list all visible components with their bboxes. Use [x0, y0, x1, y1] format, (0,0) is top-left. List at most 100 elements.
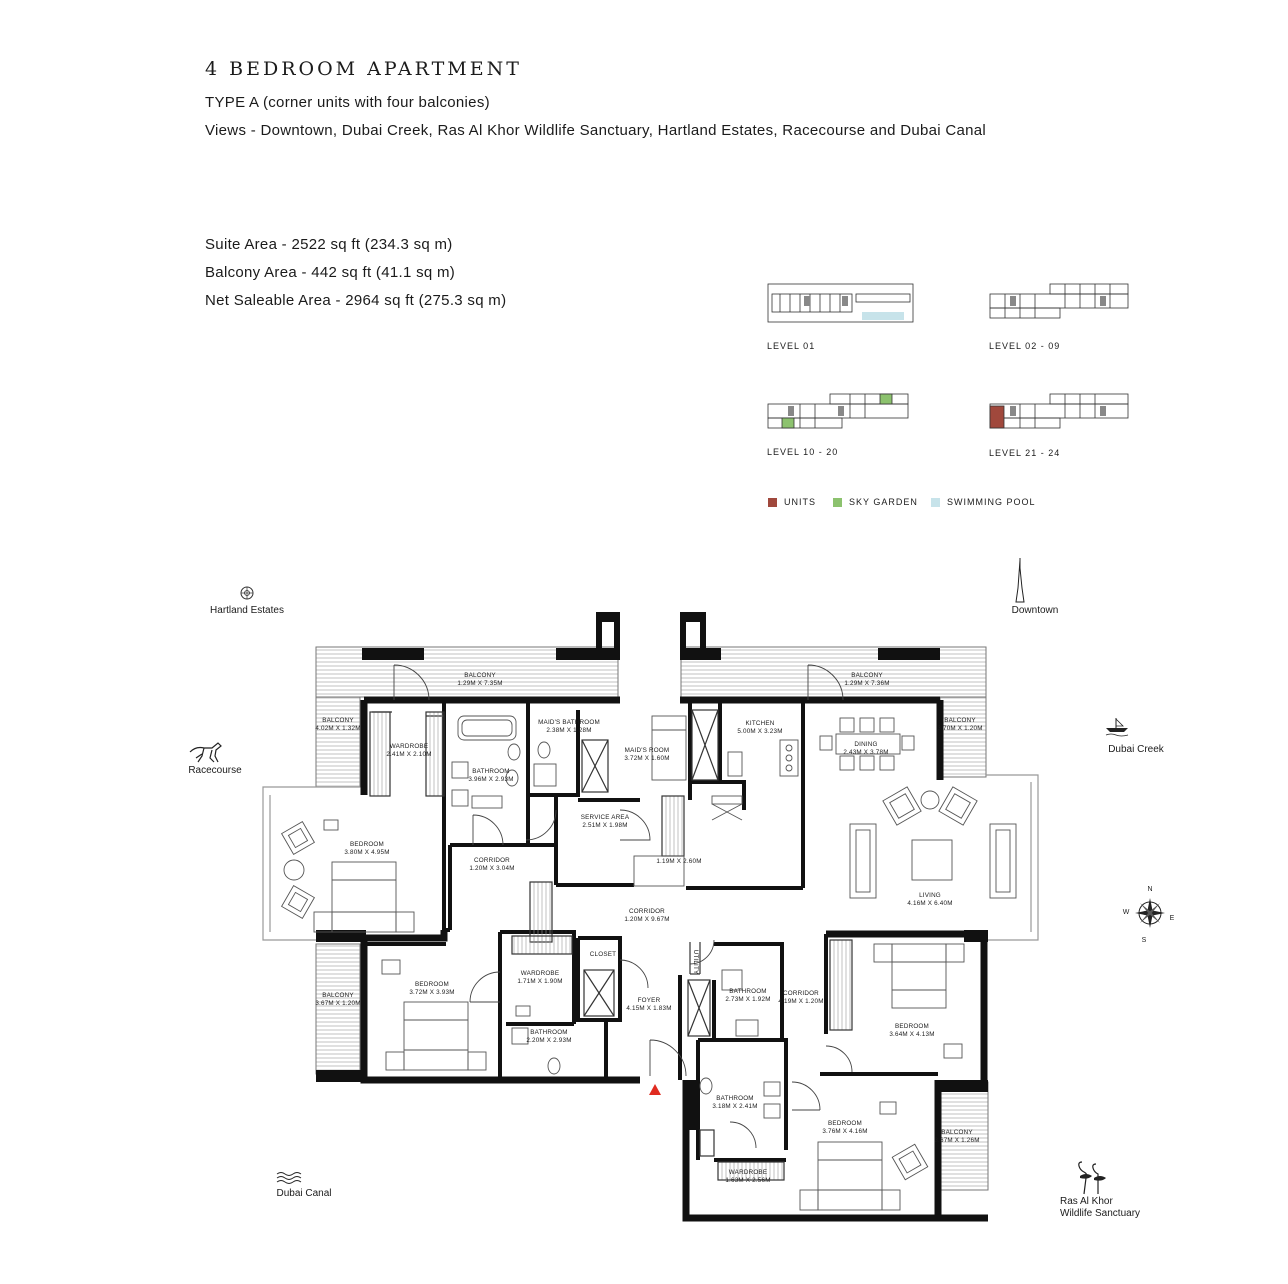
legend-label: SWIMMING POOL — [947, 497, 1036, 507]
legend-swatch — [931, 497, 940, 507]
legend-item-swimming-pool: SWIMMING POOL — [931, 497, 1036, 507]
room-dimensions: 1.63M X 2.56M — [725, 1177, 771, 1184]
room-dimensions: 1.19M X 2.60M — [656, 858, 702, 865]
views-description: Views - Downtown, Dubai Creek, Ras Al Kh… — [205, 122, 987, 139]
room-name: BEDROOM — [895, 1023, 929, 1030]
room-dimensions: 2.38M X 1.28M — [546, 727, 592, 734]
room-name: WARDROBE — [520, 970, 560, 977]
dubai-canal-waves-icon — [276, 1172, 302, 1184]
room-name: WARDROBE — [389, 743, 429, 750]
room-dimensions: 4.15M X 1.83M — [626, 1005, 672, 1012]
room-dimensions: 2.43M X 3.78M — [843, 749, 889, 756]
room-dimensions: 3.67M X 1.26M — [934, 1137, 980, 1144]
view-downtown: Downtown — [1011, 605, 1059, 616]
room-name: SERVICE AREA — [580, 814, 630, 821]
key-plan-label: LEVEL 01 — [767, 341, 816, 351]
room-name: WARDROBE — [728, 1169, 768, 1176]
page-title: 4 BEDROOM APARTMENT — [205, 58, 522, 80]
room-name: BATHROOM — [716, 1095, 754, 1102]
flamingo-icon — [1078, 1161, 1106, 1195]
view-ras-al-khor: Ras Al Khor Wildlife Sanctuary — [1060, 1196, 1160, 1220]
room-name: FOYER — [637, 997, 661, 1004]
room-name: BEDROOM — [415, 981, 449, 988]
room-name: CORRIDOR — [474, 857, 510, 864]
room-name: BALCONY — [941, 1129, 973, 1136]
room-dimensions: 3.72M X 3.93M — [409, 989, 455, 996]
room-dimensions: 1.71M X 1.90M — [517, 978, 563, 985]
dubai-creek-boat-icon — [1105, 718, 1129, 737]
view-racecourse: Racecourse — [188, 765, 242, 776]
room-name: KITCHEN — [745, 720, 775, 727]
room-dimensions: 3.72M X 1.60M — [624, 755, 670, 762]
room-dimensions: 1.20M X 9.67M — [624, 916, 670, 923]
room-name: CORRIDOR — [783, 990, 819, 997]
view-dubai-canal: Dubai Canal — [276, 1188, 332, 1199]
room-name: DINING — [854, 741, 878, 748]
room-dimensions: 3.76M X 4.16M — [822, 1128, 868, 1135]
room-dimensions: 3.64M X 4.13M — [889, 1031, 935, 1038]
compass-west: W — [1123, 909, 1130, 916]
view-dubai-creek: Dubai Creek — [1108, 744, 1164, 755]
room-name: MAID'S BATHROOM — [538, 719, 600, 726]
room-closet: CLOSET — [590, 951, 616, 959]
legend-item-sky-garden: SKY GARDEN — [833, 497, 918, 507]
bay-windows — [262, 774, 1039, 941]
room-name: UTILITY — [692, 949, 699, 975]
key-plan-level-02-09 — [989, 283, 1129, 319]
room-name: BALCONY — [464, 672, 496, 679]
downtown-tower-icon — [1015, 558, 1025, 603]
racecourse-horse-icon — [189, 742, 222, 763]
unit-type: TYPE A (corner units with four balconies… — [205, 94, 490, 111]
key-plan-level-01 — [767, 283, 914, 323]
key-plan-label: LEVEL 21 - 24 — [989, 448, 1061, 458]
balcony-area: Balcony Area - 442 sq ft (41.1 sq m) — [205, 264, 456, 281]
room-utility: UTILITY — [691, 950, 699, 975]
compass-south: S — [1142, 937, 1147, 944]
room-name: BATHROOM — [729, 988, 767, 995]
room-dimensions: 2.73M X 1.92M — [725, 996, 771, 1003]
room-dimensions: 3.67M X 1.20M — [315, 1000, 361, 1007]
view-ras-al-khor-line-2: Wildlife Sanctuary — [1060, 1208, 1141, 1219]
key-plan-level-10-20 — [767, 393, 909, 429]
legend-label: UNITS — [784, 497, 816, 507]
room-name: LIVING — [919, 892, 941, 899]
room-dimensions: 3.70M X 1.20M — [937, 725, 983, 732]
key-plan-diagrams — [767, 283, 1129, 429]
room-name: BALCONY — [322, 992, 354, 999]
room-name: BEDROOM — [350, 841, 384, 848]
key-plan-label: LEVEL 02 - 09 — [989, 341, 1061, 351]
room-dimensions: 4.16M X 6.40M — [907, 900, 953, 907]
room-pantry: 1.19M X 2.60M — [656, 858, 701, 866]
door-swings — [393, 664, 853, 1149]
hartland-estates-icon — [240, 586, 254, 600]
suite-area: Suite Area - 2522 sq ft (234.3 sq m) — [205, 236, 453, 253]
interior-walls — [364, 700, 938, 1162]
partitions — [369, 709, 853, 1181]
room-dimensions: 1.29M X 7.36M — [844, 680, 890, 687]
room-dimensions: 1.20M X 3.04M — [469, 865, 515, 872]
room-dimensions: 2.41M X 2.10M — [386, 751, 432, 758]
room-name: BALCONY — [851, 672, 883, 679]
key-plan-level-21-24 — [989, 393, 1129, 429]
room-dimensions: 2.51M X 1.98M — [582, 822, 628, 829]
